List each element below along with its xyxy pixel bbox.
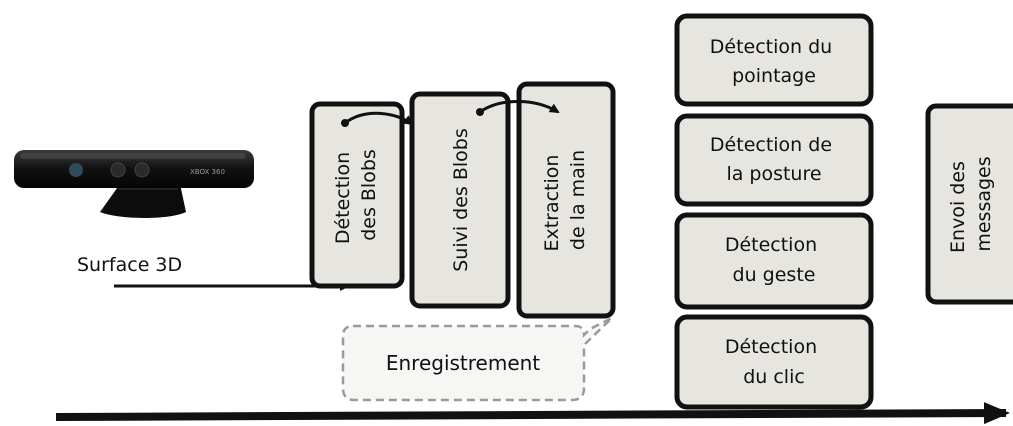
stage-detection-blobs-line2: des Blobs bbox=[358, 149, 380, 241]
svg-text:Détection des Blobs: Détection des Blobs bbox=[332, 146, 380, 244]
svg-text:Détection du pointage: Détection du pointage bbox=[710, 36, 839, 87]
detector-posture: Détection de la posture bbox=[674, 113, 874, 207]
kinect-depth-camera-icon bbox=[134, 162, 150, 178]
arrow-blobs-to-suivi-origin bbox=[341, 119, 349, 127]
kinect-sensor-image: XBOX 360 bbox=[14, 150, 254, 218]
arrow-suivi-to-extraction-origin bbox=[476, 108, 484, 116]
detector-pointage-line1: Détection du bbox=[710, 36, 832, 58]
kinect-rgb-camera-icon bbox=[110, 162, 126, 178]
detector-clic-line1: Détection bbox=[725, 336, 817, 358]
stage-detection-blobs-line1: Détection bbox=[332, 152, 354, 244]
svg-text:Détection de la posture: Détection de la posture bbox=[710, 134, 838, 185]
output-envoi-messages: Envoi des messages bbox=[925, 103, 1013, 305]
svg-text:Détection du geste: Détection du geste bbox=[725, 234, 823, 286]
svg-text:Extraction de la main: Extraction de la main bbox=[541, 148, 589, 251]
stage-extraction-main-line1: Extraction bbox=[541, 155, 563, 252]
detector-geste-line2: du geste bbox=[733, 264, 816, 286]
kinect-ir-projector-icon bbox=[69, 163, 83, 177]
recording-callout: Enregistrement bbox=[341, 316, 613, 402]
detector-geste-line1: Détection bbox=[725, 234, 817, 256]
stage-extraction-main: Extraction de la main bbox=[516, 81, 616, 319]
detector-pointage-line2: pointage bbox=[732, 65, 816, 87]
stage-suivi-blobs-line1: Suivi des Blobs bbox=[450, 128, 472, 272]
detector-posture-line1: Détection de bbox=[710, 134, 832, 156]
kinect-brand-text: XBOX 360 bbox=[190, 168, 225, 176]
detector-posture-line2: la posture bbox=[726, 163, 821, 185]
detector-pointage: Détection du pointage bbox=[674, 13, 874, 107]
detector-clic-line2: du clic bbox=[743, 366, 805, 388]
arrow-suivi-to-extraction bbox=[479, 100, 560, 114]
arrow-blobs-to-suivi bbox=[344, 111, 414, 126]
stage-suivi-blobs: Suivi des Blobs bbox=[409, 91, 511, 309]
input-label: Surface 3D bbox=[77, 254, 182, 276]
svg-text:Suivi des Blobs: Suivi des Blobs bbox=[450, 128, 472, 272]
output-line2: messages bbox=[973, 156, 995, 251]
svg-text:Détection du clic: Détection du clic bbox=[725, 336, 823, 388]
stage-extraction-main-line2: de la main bbox=[567, 150, 589, 250]
stage-detection-blobs: Détection des Blobs bbox=[309, 101, 405, 289]
detector-clic: Détection du clic bbox=[674, 314, 874, 410]
detector-geste: Détection du geste bbox=[674, 212, 874, 310]
svg-text:Envoi des messages: Envoi des messages bbox=[947, 155, 995, 253]
recording-label: Enregistrement bbox=[386, 351, 540, 375]
timeline-arrow bbox=[55, 402, 1010, 425]
output-line1: Envoi des bbox=[947, 161, 969, 253]
